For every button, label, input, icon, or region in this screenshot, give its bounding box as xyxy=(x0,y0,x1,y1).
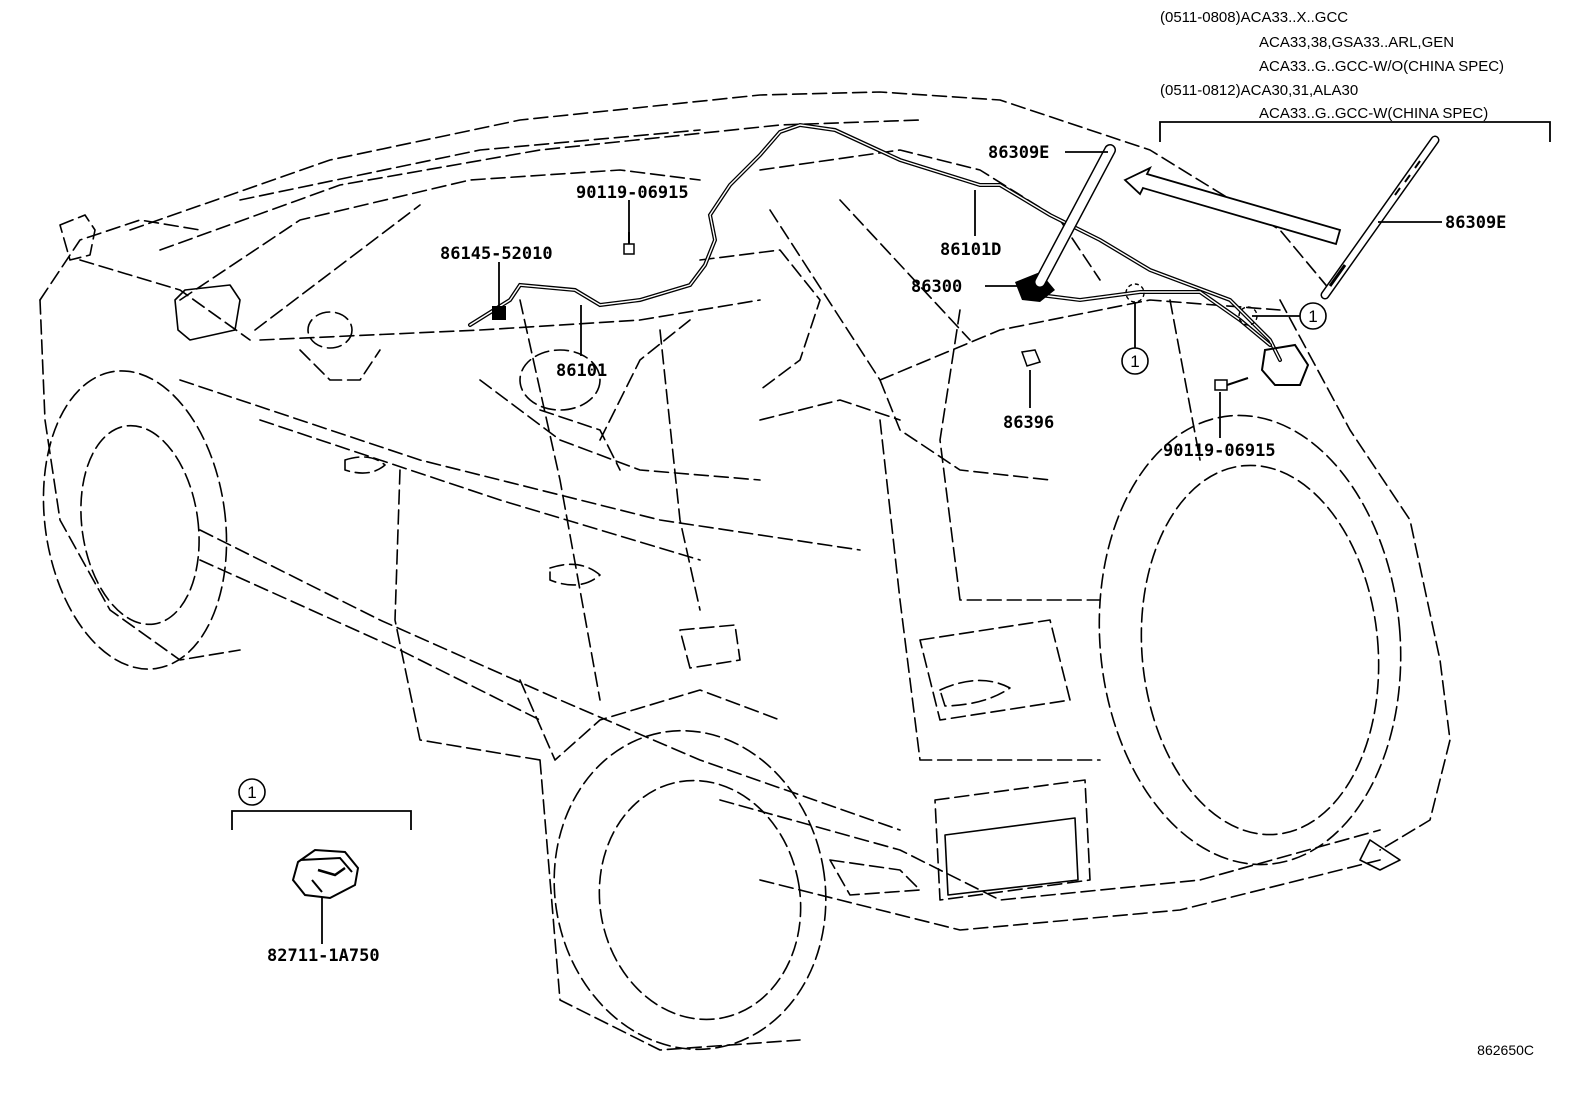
note-3: ACA33..G..GCC-W/O(CHINA SPEC) xyxy=(1259,58,1504,75)
antenna-rod-mounted xyxy=(1034,144,1116,288)
direction-arrow xyxy=(1123,166,1342,246)
label-86145-52010: 86145-52010 xyxy=(440,244,553,264)
label-86101: 86101 xyxy=(556,361,607,381)
svg-text:1: 1 xyxy=(1130,352,1139,371)
vehicle-outline xyxy=(39,91,1451,1051)
diagram-code: 862650C xyxy=(1477,1042,1534,1058)
svg-text:1: 1 xyxy=(247,783,256,802)
connector-86145 xyxy=(492,306,506,320)
label-86396: 86396 xyxy=(1003,413,1054,433)
bolt-90119-lower xyxy=(1214,377,1249,391)
rear-connector xyxy=(1260,343,1310,386)
callout-1-inset: 1 xyxy=(238,778,266,806)
callout-1-a: 1 xyxy=(1299,302,1327,330)
label-86300: 86300 xyxy=(911,277,962,297)
pad-86396 xyxy=(1020,349,1042,367)
antenna-rod-loose xyxy=(1320,135,1440,300)
note-5: ACA33..G..GCC-W(CHINA SPEC) xyxy=(1259,105,1488,122)
note-1: (0511-0808)ACA33..X..GCC xyxy=(1160,9,1348,26)
inset-connector-82711 xyxy=(291,848,360,900)
label-86309E-mounted: 86309E xyxy=(988,143,1049,163)
note-4: (0511-0812)ACA30,31,ALA30 xyxy=(1160,82,1358,99)
callout-1-b: 1 xyxy=(1121,347,1149,375)
label-90119-upper: 90119-06915 xyxy=(576,183,689,203)
svg-text:1: 1 xyxy=(1308,307,1317,326)
label-86309E-loose: 86309E xyxy=(1445,213,1506,233)
bolt-90119-upper xyxy=(623,232,635,255)
leader-lines xyxy=(231,121,1551,944)
antenna-harness xyxy=(468,122,1440,391)
label-82711-1A750: 82711-1A750 xyxy=(267,946,380,966)
note-2: ACA33,38,GSA33..ARL,GEN xyxy=(1259,34,1454,51)
label-86101D: 86101D xyxy=(940,240,1001,260)
label-90119-lower: 90119-06915 xyxy=(1163,441,1276,461)
